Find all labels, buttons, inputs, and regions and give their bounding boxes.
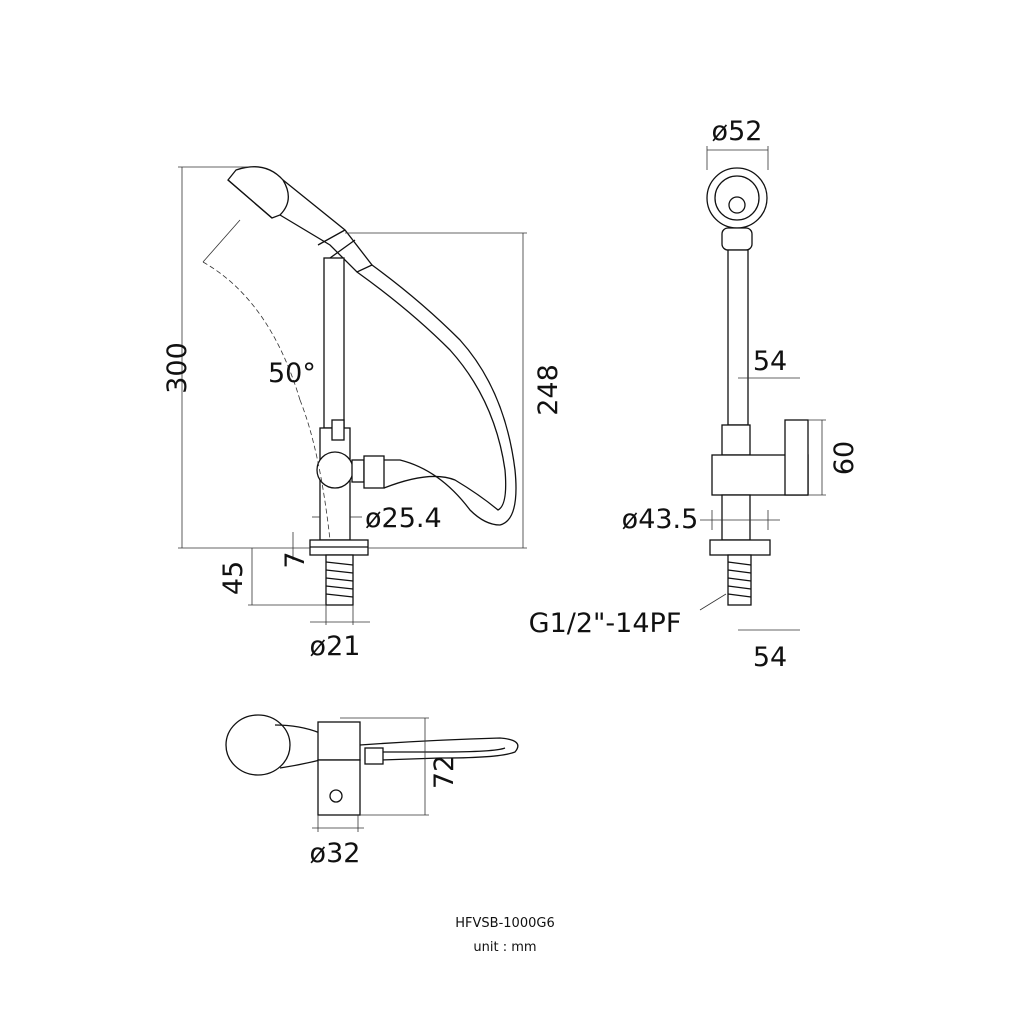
side-view: ø52 54 60 ø43.5 G1/2"-14PF 54 — [529, 116, 860, 673]
thread-spec-label: G1/2"-14PF — [529, 608, 682, 639]
stem — [323, 257, 345, 429]
height-300-label: 300 — [162, 342, 193, 394]
model-number: HFVSB-1000G6 — [455, 916, 554, 931]
hose-connector — [363, 455, 385, 489]
angle-label: 50° — [268, 358, 316, 389]
thread-length-label: 45 — [218, 561, 249, 595]
thread-diameter-label: ø21 — [310, 631, 361, 662]
height-248-label: 248 — [533, 364, 564, 416]
body-diameter-label: ø25.4 — [365, 503, 442, 534]
shower-handle — [279, 179, 374, 273]
top-diameter-label: ø32 — [310, 838, 361, 869]
side-base-nut — [709, 539, 771, 556]
top-shower-head — [225, 714, 291, 776]
front-view: 50° 300 248 ø25.4 7 45 ø21 — [162, 166, 564, 662]
shower-head — [227, 166, 289, 219]
top-valve-body — [317, 759, 361, 816]
shower-head-face — [706, 167, 768, 229]
offset-lower-label: 54 — [753, 642, 787, 673]
head-diameter-label: ø52 — [712, 116, 763, 147]
bracket-height-label: 60 — [829, 441, 860, 475]
offset-upper-label: 54 — [753, 346, 787, 377]
side-stem — [727, 249, 749, 426]
base-diameter-label: ø43.5 — [622, 504, 699, 535]
valve-knob — [316, 451, 354, 489]
top-view: 72 ø32 — [225, 714, 519, 869]
base-thickness-label: 7 — [280, 551, 311, 568]
depth-label: 72 — [429, 755, 460, 789]
unit-label: unit : mm — [473, 940, 536, 955]
